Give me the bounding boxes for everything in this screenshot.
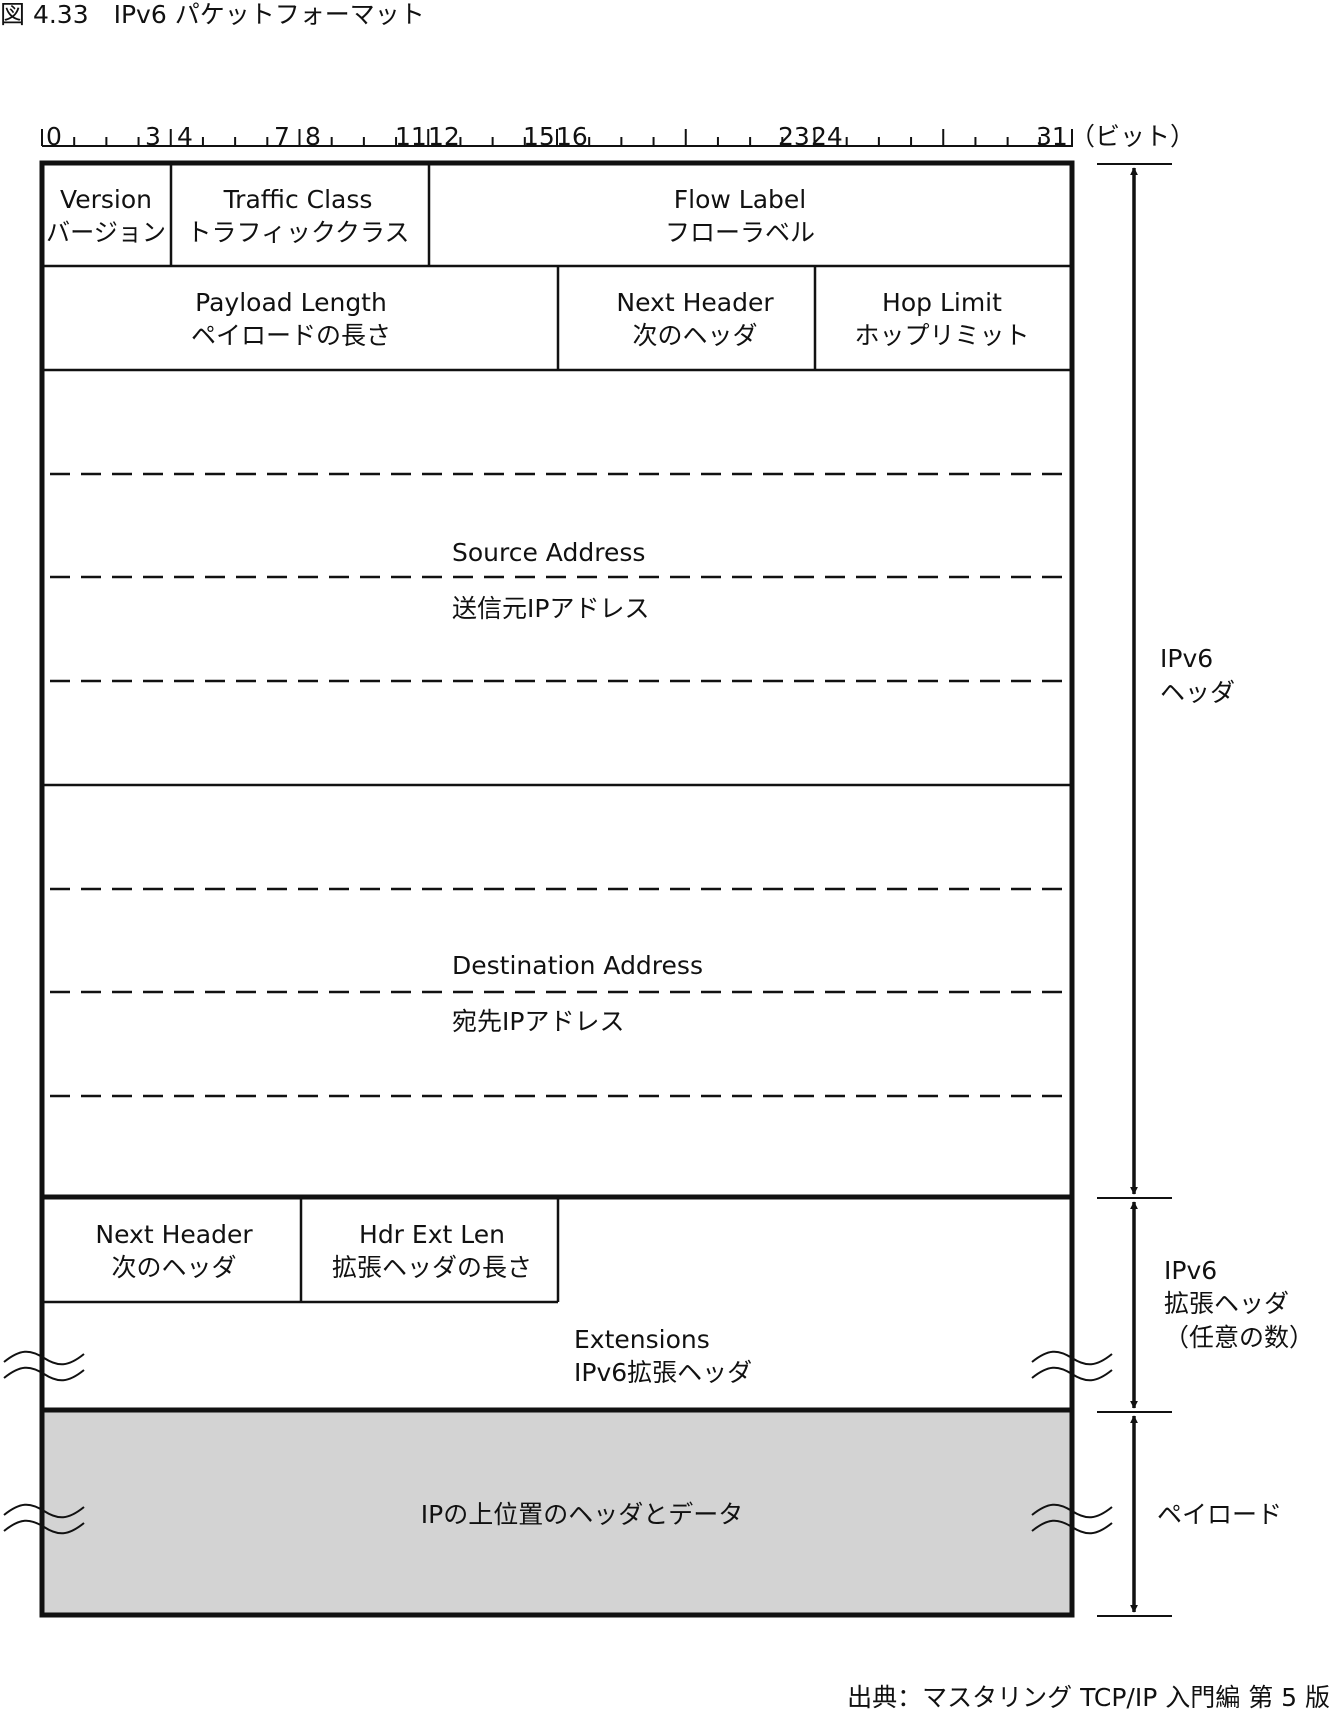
field-label-ja: バージョン: [46, 218, 166, 247]
field-hop-limit: Hop Limit ホップリミット: [854, 288, 1029, 350]
payload-box: IPの上位置のヘッダとデータ: [39, 1407, 1075, 1618]
field-label-en: Extensions: [574, 1325, 710, 1354]
payload-label: IPの上位置のヘッダとデータ: [421, 1500, 743, 1529]
field-traffic-class: Traffic Class トラフィッククラス: [186, 185, 409, 247]
side-label-payload: ペイロード: [1157, 1500, 1282, 1529]
side-label-extension-header: IPv6 拡張ヘッダ （任意の数）: [1164, 1256, 1314, 1352]
field-label-en: Source Address: [452, 538, 645, 567]
field-label-ja: ホップリミット: [854, 321, 1029, 350]
bit-number: 7: [274, 122, 290, 151]
field-destination-address: Destination Address 宛先IPアドレス: [452, 951, 703, 1036]
bit-number: 3: [145, 122, 161, 151]
field-label-en: Next Header: [616, 288, 774, 317]
bit-number: 31: [1036, 122, 1068, 151]
bit-number: 16: [556, 122, 588, 151]
bit-number: 4: [177, 122, 193, 151]
field-label-ja: 次のヘッダ: [111, 1253, 236, 1282]
field-next-header: Next Header 次のヘッダ: [616, 288, 774, 350]
ruler-ticks: [41, 129, 1073, 146]
side-label-line: IPv6: [1164, 1256, 1217, 1285]
field-label-en: Next Header: [95, 1220, 253, 1249]
field-label-ja: ペイロードの長さ: [191, 321, 391, 350]
field-ext-next-header: Next Header 次のヘッダ: [95, 1220, 253, 1282]
break-marks: [3, 1350, 1113, 1535]
figure-title: 図 4.33 IPv6 パケットフォーマット: [0, 0, 425, 29]
bit-number: 15: [523, 122, 555, 151]
break-mark-icon: [1031, 1350, 1113, 1382]
dashed-word-dividers: [50, 472, 1072, 1098]
payload-area: [39, 1407, 1075, 1618]
ipv6-header-box: [39, 160, 1075, 1200]
field-extensions: Extensions IPv6拡張ヘッダ: [574, 1325, 752, 1387]
field-hdr-ext-len: Hdr Ext Len 拡張ヘッダの長さ: [332, 1220, 532, 1282]
bit-number: 0: [46, 122, 62, 151]
field-label-ja: IPv6拡張ヘッダ: [574, 1358, 752, 1387]
bit-number: 23: [778, 122, 810, 151]
field-label-en: Traffic Class: [223, 185, 373, 214]
field-label-en: Destination Address: [452, 951, 703, 980]
field-label-ja: 宛先IPアドレス: [452, 1007, 624, 1036]
bit-ruler: 0 3 4 7 8 11 12 15 16 23 24 31 （ビット）: [41, 122, 1195, 151]
side-brackets: [1097, 163, 1172, 1617]
field-label-en: Hop Limit: [882, 288, 1002, 317]
field-version: Version バージョン: [46, 185, 166, 247]
bit-unit-label: （ビット）: [1070, 122, 1195, 151]
bit-number: 24: [811, 122, 843, 151]
side-label-line: （任意の数）: [1164, 1323, 1314, 1352]
side-label-ipv6-header: IPv6 ヘッダ: [1160, 644, 1235, 707]
field-payload-length: Payload Length ペイロードの長さ: [191, 288, 391, 350]
field-flow-label: Flow Label フローラベル: [665, 185, 815, 247]
field-label-en: Flow Label: [674, 185, 806, 214]
field-label-ja: トラフィッククラス: [186, 218, 409, 247]
field-label-en: Hdr Ext Len: [359, 1220, 505, 1249]
field-label-en: Payload Length: [195, 288, 387, 317]
extension-header-box: [39, 1197, 1075, 1410]
source-credit: 出典：マスタリング TCP/IP 入門編 第 5 版: [847, 1683, 1330, 1712]
field-label-ja: 次のヘッダ: [632, 321, 757, 350]
bit-number: 12: [428, 122, 460, 151]
side-label-line: 拡張ヘッダ: [1164, 1289, 1289, 1318]
break-mark-icon: [3, 1503, 85, 1535]
field-label-ja: 送信元IPアドレス: [452, 594, 649, 623]
field-label-ja: 拡張ヘッダの長さ: [332, 1253, 532, 1282]
field-source-address: Source Address 送信元IPアドレス: [452, 538, 649, 623]
field-label-ja: フローラベル: [665, 218, 815, 247]
side-label-line: ヘッダ: [1160, 678, 1235, 707]
bit-number: 11: [395, 122, 427, 151]
break-mark-icon: [3, 1350, 85, 1382]
side-label-line: ペイロード: [1157, 1500, 1282, 1529]
bit-number: 8: [305, 122, 321, 151]
side-label-line: IPv6: [1160, 644, 1213, 673]
break-mark-icon: [1031, 1503, 1113, 1535]
field-label-en: Version: [60, 185, 152, 214]
